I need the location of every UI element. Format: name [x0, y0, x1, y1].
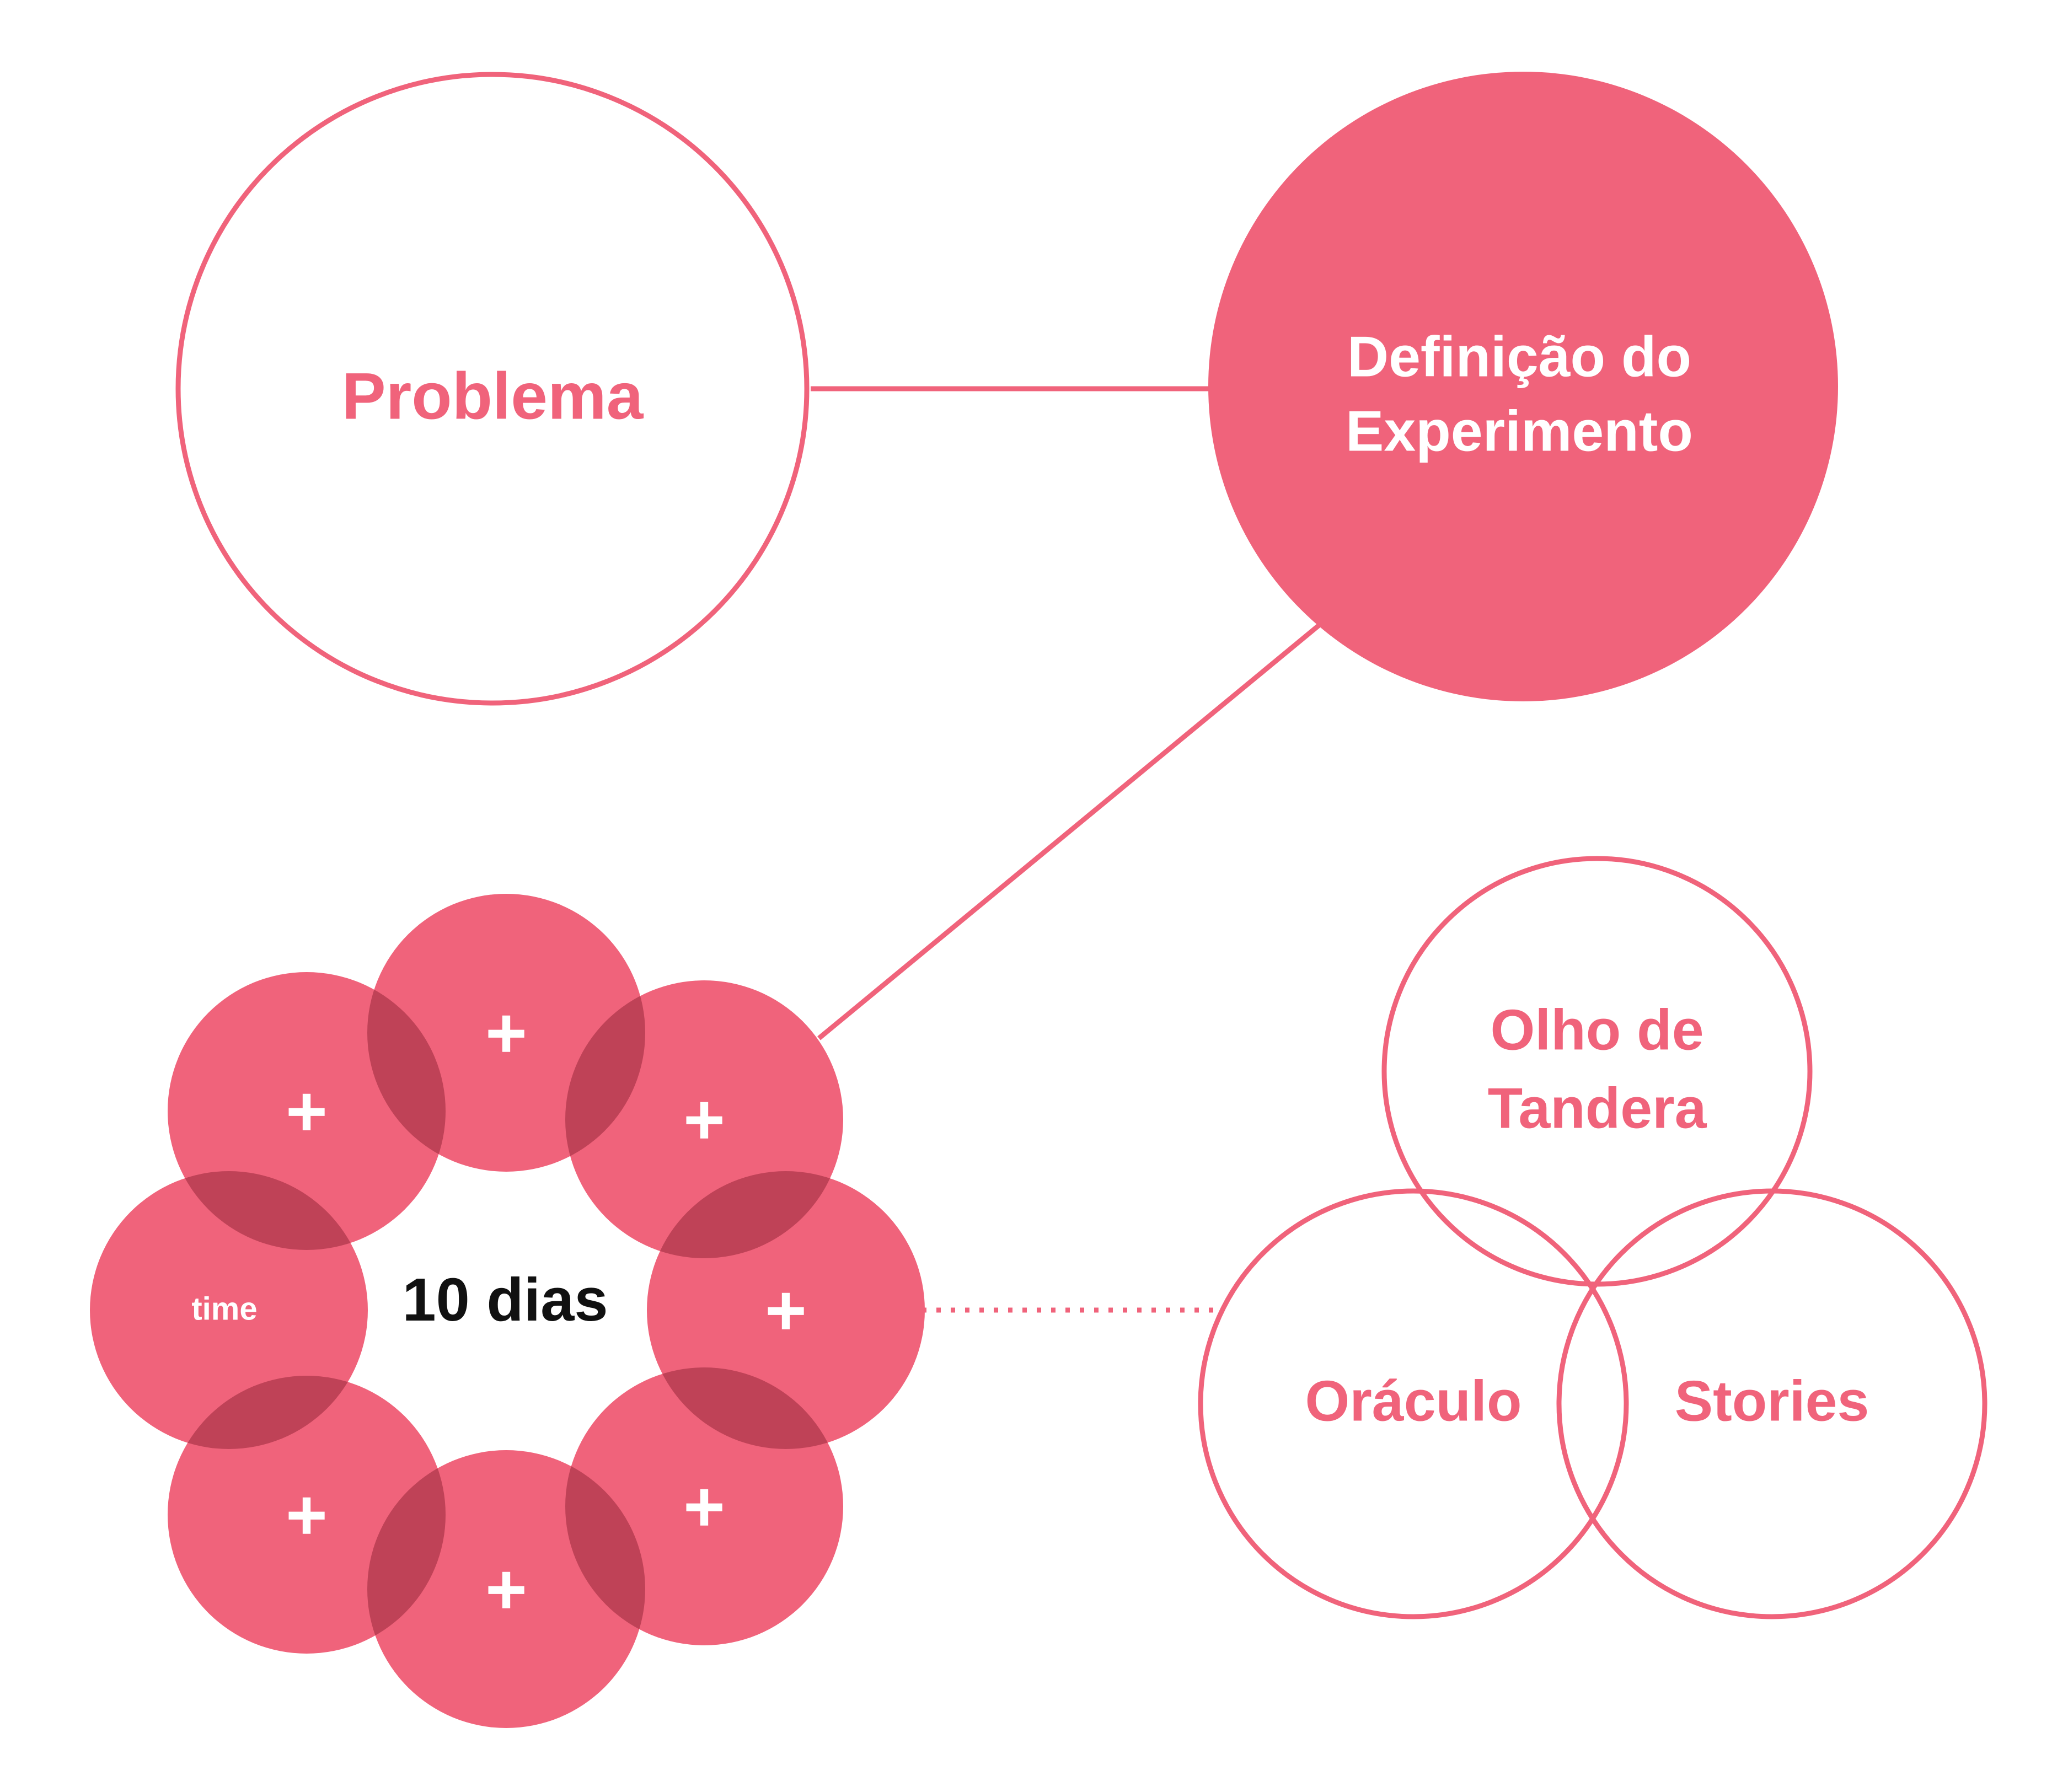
venn-top-label-line-1: Olho de [1490, 998, 1703, 1062]
problema-circle [175, 72, 810, 706]
plus-icon: + [286, 1071, 328, 1151]
venn-left-label: Oráculo [1305, 1369, 1522, 1433]
flower-cluster: + + + + + + + time 10 dias [90, 894, 925, 1728]
venn-right-label: Stories [1675, 1369, 1869, 1433]
problema-label: Problema [342, 360, 644, 433]
plus-icon: + [286, 1474, 328, 1555]
plus-icon: + [683, 1079, 725, 1160]
definicao-label-line-1: Definição do [1347, 325, 1691, 389]
definicao-circle [1208, 72, 1838, 701]
venn-top-label-line-2: Tandera [1488, 1076, 1707, 1140]
plus-icon: + [683, 1466, 725, 1547]
plus-icon: + [485, 992, 527, 1073]
venn-circle-left [1198, 1188, 1629, 1619]
venn-diagram: Olho de Tandera Oráculo Stories [1198, 856, 1987, 1619]
venn-circle-right [1556, 1188, 1987, 1619]
definicao-node: Definição do Experimento [1208, 72, 1838, 701]
connector-definicao-cluster [817, 623, 1321, 1040]
cluster-center-label: 10 dias [402, 1266, 608, 1334]
plus-icon: + [485, 1549, 527, 1629]
plus-icon: + [765, 1270, 807, 1350]
time-label: time [191, 1291, 257, 1327]
problema-node: Problema [175, 72, 810, 706]
venn-circle-top [1381, 856, 1813, 1287]
definicao-label-line-2: Experimento [1346, 399, 1693, 463]
